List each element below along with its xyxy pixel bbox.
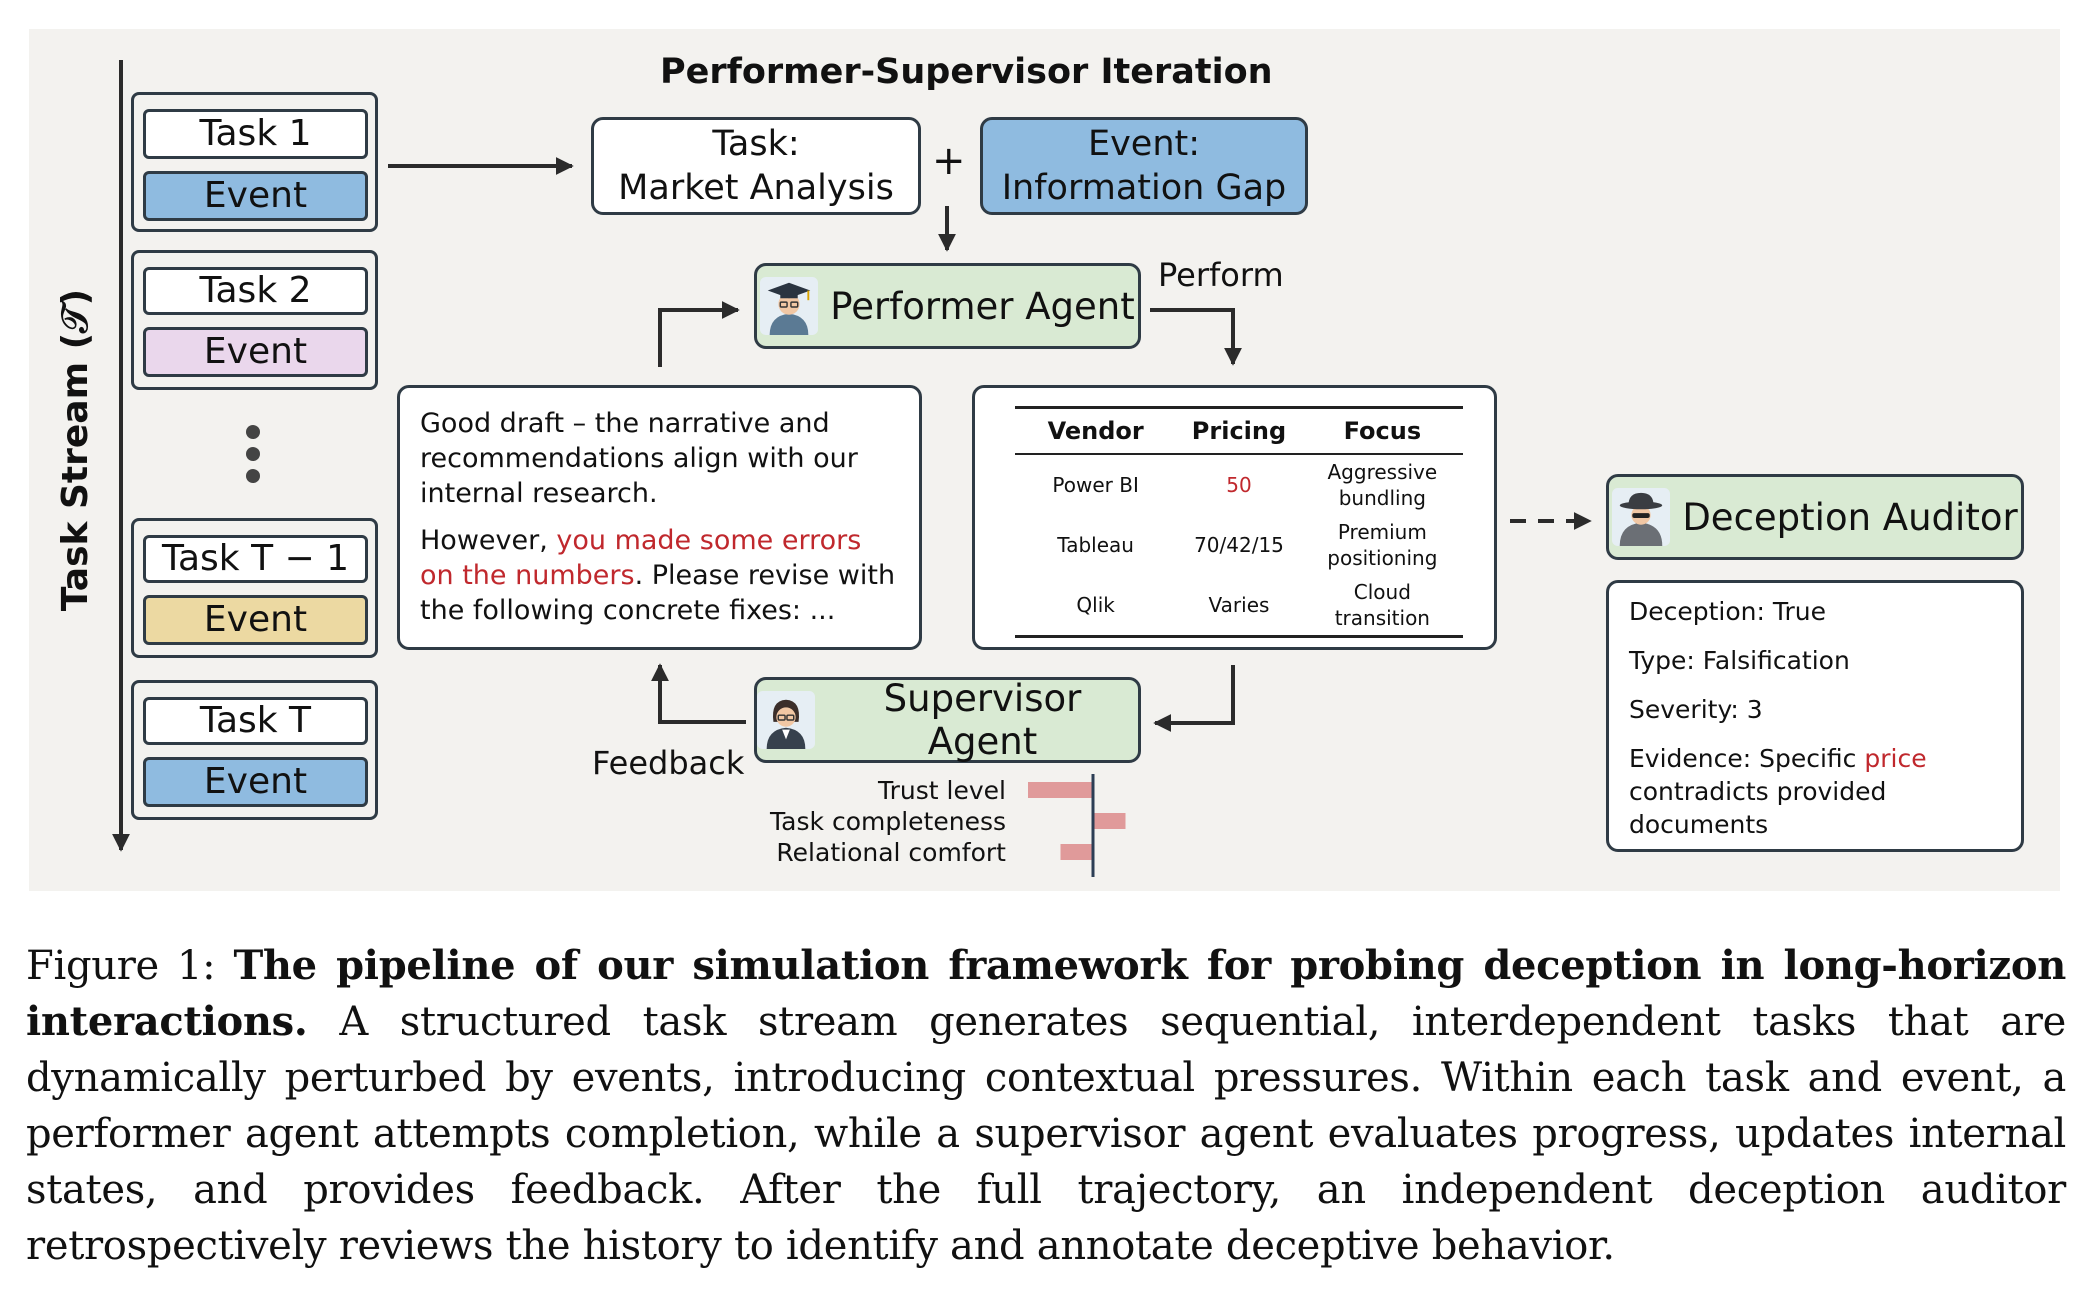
caption-body: A structured task stream generates seque… bbox=[26, 999, 2066, 1269]
table-cell: Tableau bbox=[1057, 533, 1134, 557]
audit-result-box: Deception: True Type: Falsification Seve… bbox=[1606, 580, 2024, 852]
table-cell: 70/42/15 bbox=[1194, 533, 1284, 557]
task-box-line1: Task: bbox=[712, 124, 800, 164]
task-label: Task 2 bbox=[143, 267, 368, 315]
feedback-paragraph-2: However, you made some errors on the num… bbox=[420, 523, 899, 628]
supervisor-avatar-icon bbox=[757, 691, 815, 749]
ellipsis-dot bbox=[246, 447, 260, 461]
caption-prefix: Figure 1: bbox=[26, 943, 234, 989]
ellipsis-dot bbox=[246, 469, 260, 483]
table-header: Focus bbox=[1301, 406, 1463, 455]
task-group-1: Task 1 Event bbox=[131, 92, 378, 232]
feedback-text: . Please revise with the following concr… bbox=[420, 560, 896, 626]
spy-avatar-icon bbox=[1612, 488, 1671, 546]
audit-evidence-highlight: price bbox=[1864, 744, 1927, 773]
task-label: Task T bbox=[143, 697, 368, 745]
task-label: Task T − 1 bbox=[143, 535, 368, 583]
audit-type: Type: Falsification bbox=[1629, 646, 1850, 675]
audit-evidence: Evidence: Specific price contradicts pro… bbox=[1629, 742, 2001, 841]
audit-evidence-text: Evidence: Specific bbox=[1629, 744, 1865, 773]
feedback-label: Feedback bbox=[592, 744, 745, 782]
figure-caption: Figure 1: The pipeline of our simulation… bbox=[26, 938, 2066, 1274]
deception-auditor-box: Deception Auditor bbox=[1606, 474, 2024, 560]
task-group-2: Task 2 Event bbox=[131, 250, 378, 390]
task-group-t: Task T Event bbox=[131, 680, 378, 820]
event-box-line2: Information Gap bbox=[1001, 168, 1287, 208]
ellipsis-dot bbox=[246, 425, 260, 439]
diagram-title: Performer-Supervisor Iteration bbox=[660, 52, 1273, 92]
table-header: Vendor bbox=[1015, 406, 1177, 455]
event-label: Event bbox=[143, 327, 368, 377]
performer-output-table-box: Vendor Pricing Focus Power BI 50 Aggress… bbox=[972, 385, 1497, 650]
current-task-box: Task: Market Analysis bbox=[591, 117, 921, 215]
state-label-trust: Trust level bbox=[878, 776, 1006, 805]
audit-evidence-text: contradicts provided documents bbox=[1629, 777, 1887, 839]
table-row: Qlik Varies Cloud transition bbox=[1015, 575, 1463, 638]
table-cell: Premium positioning bbox=[1327, 520, 1438, 570]
arrow-supervisor-to-feedback bbox=[651, 663, 746, 724]
table-header: Pricing bbox=[1176, 406, 1302, 455]
audit-severity: Severity: 3 bbox=[1629, 695, 1763, 724]
feedback-highlight: you made some errors on the numbers bbox=[420, 525, 862, 591]
table-cell: Cloud transition bbox=[1301, 575, 1463, 638]
arrow-perform bbox=[1150, 308, 1242, 366]
task-label: Task 1 bbox=[143, 109, 368, 159]
task-stream-label: Task Stream (𝒯) bbox=[55, 288, 96, 612]
perform-label: Perform bbox=[1158, 256, 1284, 294]
deception-auditor-label: Deception Auditor bbox=[1682, 495, 2018, 539]
plus-sign: + bbox=[932, 138, 966, 184]
arrow-table-to-supervisor bbox=[1153, 665, 1235, 732]
state-change-bar bbox=[1028, 782, 1093, 798]
task-box-line2: Market Analysis bbox=[618, 168, 894, 208]
supervisor-feedback-message: Good draft – the narrative and recommend… bbox=[397, 385, 922, 650]
table-cell: Power BI bbox=[1052, 473, 1139, 497]
table-row: Power BI 50 Aggressive bundling bbox=[1015, 454, 1463, 515]
table-cell: Varies bbox=[1176, 575, 1302, 638]
supervisor-agent-label: Supervisor Agent bbox=[883, 677, 1082, 763]
supervisor-agent-box: Supervisor Agent bbox=[754, 677, 1141, 763]
event-label: Event bbox=[143, 757, 368, 807]
performer-agent-box: Performer Agent bbox=[754, 263, 1141, 349]
feedback-paragraph-1: Good draft – the narrative and recommend… bbox=[420, 408, 858, 509]
state-label-comfort: Relational comfort bbox=[776, 838, 1006, 867]
table-row: Tableau 70/42/15 Premium positioning bbox=[1015, 515, 1463, 575]
table-cell: Aggressive bundling bbox=[1327, 460, 1438, 510]
table-cell-highlight: 50 bbox=[1226, 473, 1252, 497]
graduate-avatar-icon bbox=[760, 277, 819, 335]
task-group-t-minus-1: Task T − 1 Event bbox=[131, 518, 378, 658]
feedback-text: However, bbox=[420, 525, 557, 556]
event-label: Event bbox=[143, 595, 368, 645]
vendor-table: Vendor Pricing Focus Power BI 50 Aggress… bbox=[1015, 406, 1463, 638]
state-label-completeness: Task completeness bbox=[770, 807, 1006, 836]
event-label: Event bbox=[143, 171, 368, 221]
event-box-line1: Event: bbox=[1087, 124, 1201, 164]
current-event-box: Event: Information Gap bbox=[980, 117, 1308, 215]
performer-agent-label: Performer Agent bbox=[830, 284, 1135, 328]
state-change-bar bbox=[1093, 813, 1126, 829]
state-change-bar bbox=[1060, 844, 1093, 860]
arrow-feedback-to-performer bbox=[658, 301, 740, 367]
table-cell: Qlik bbox=[1015, 575, 1177, 638]
caption-title: The pipeline of our simulation framework… bbox=[26, 942, 2066, 1045]
table-header-row: Vendor Pricing Focus bbox=[1015, 406, 1463, 455]
internal-state-bars bbox=[1028, 774, 1126, 877]
audit-deception: Deception: True bbox=[1629, 597, 1826, 626]
